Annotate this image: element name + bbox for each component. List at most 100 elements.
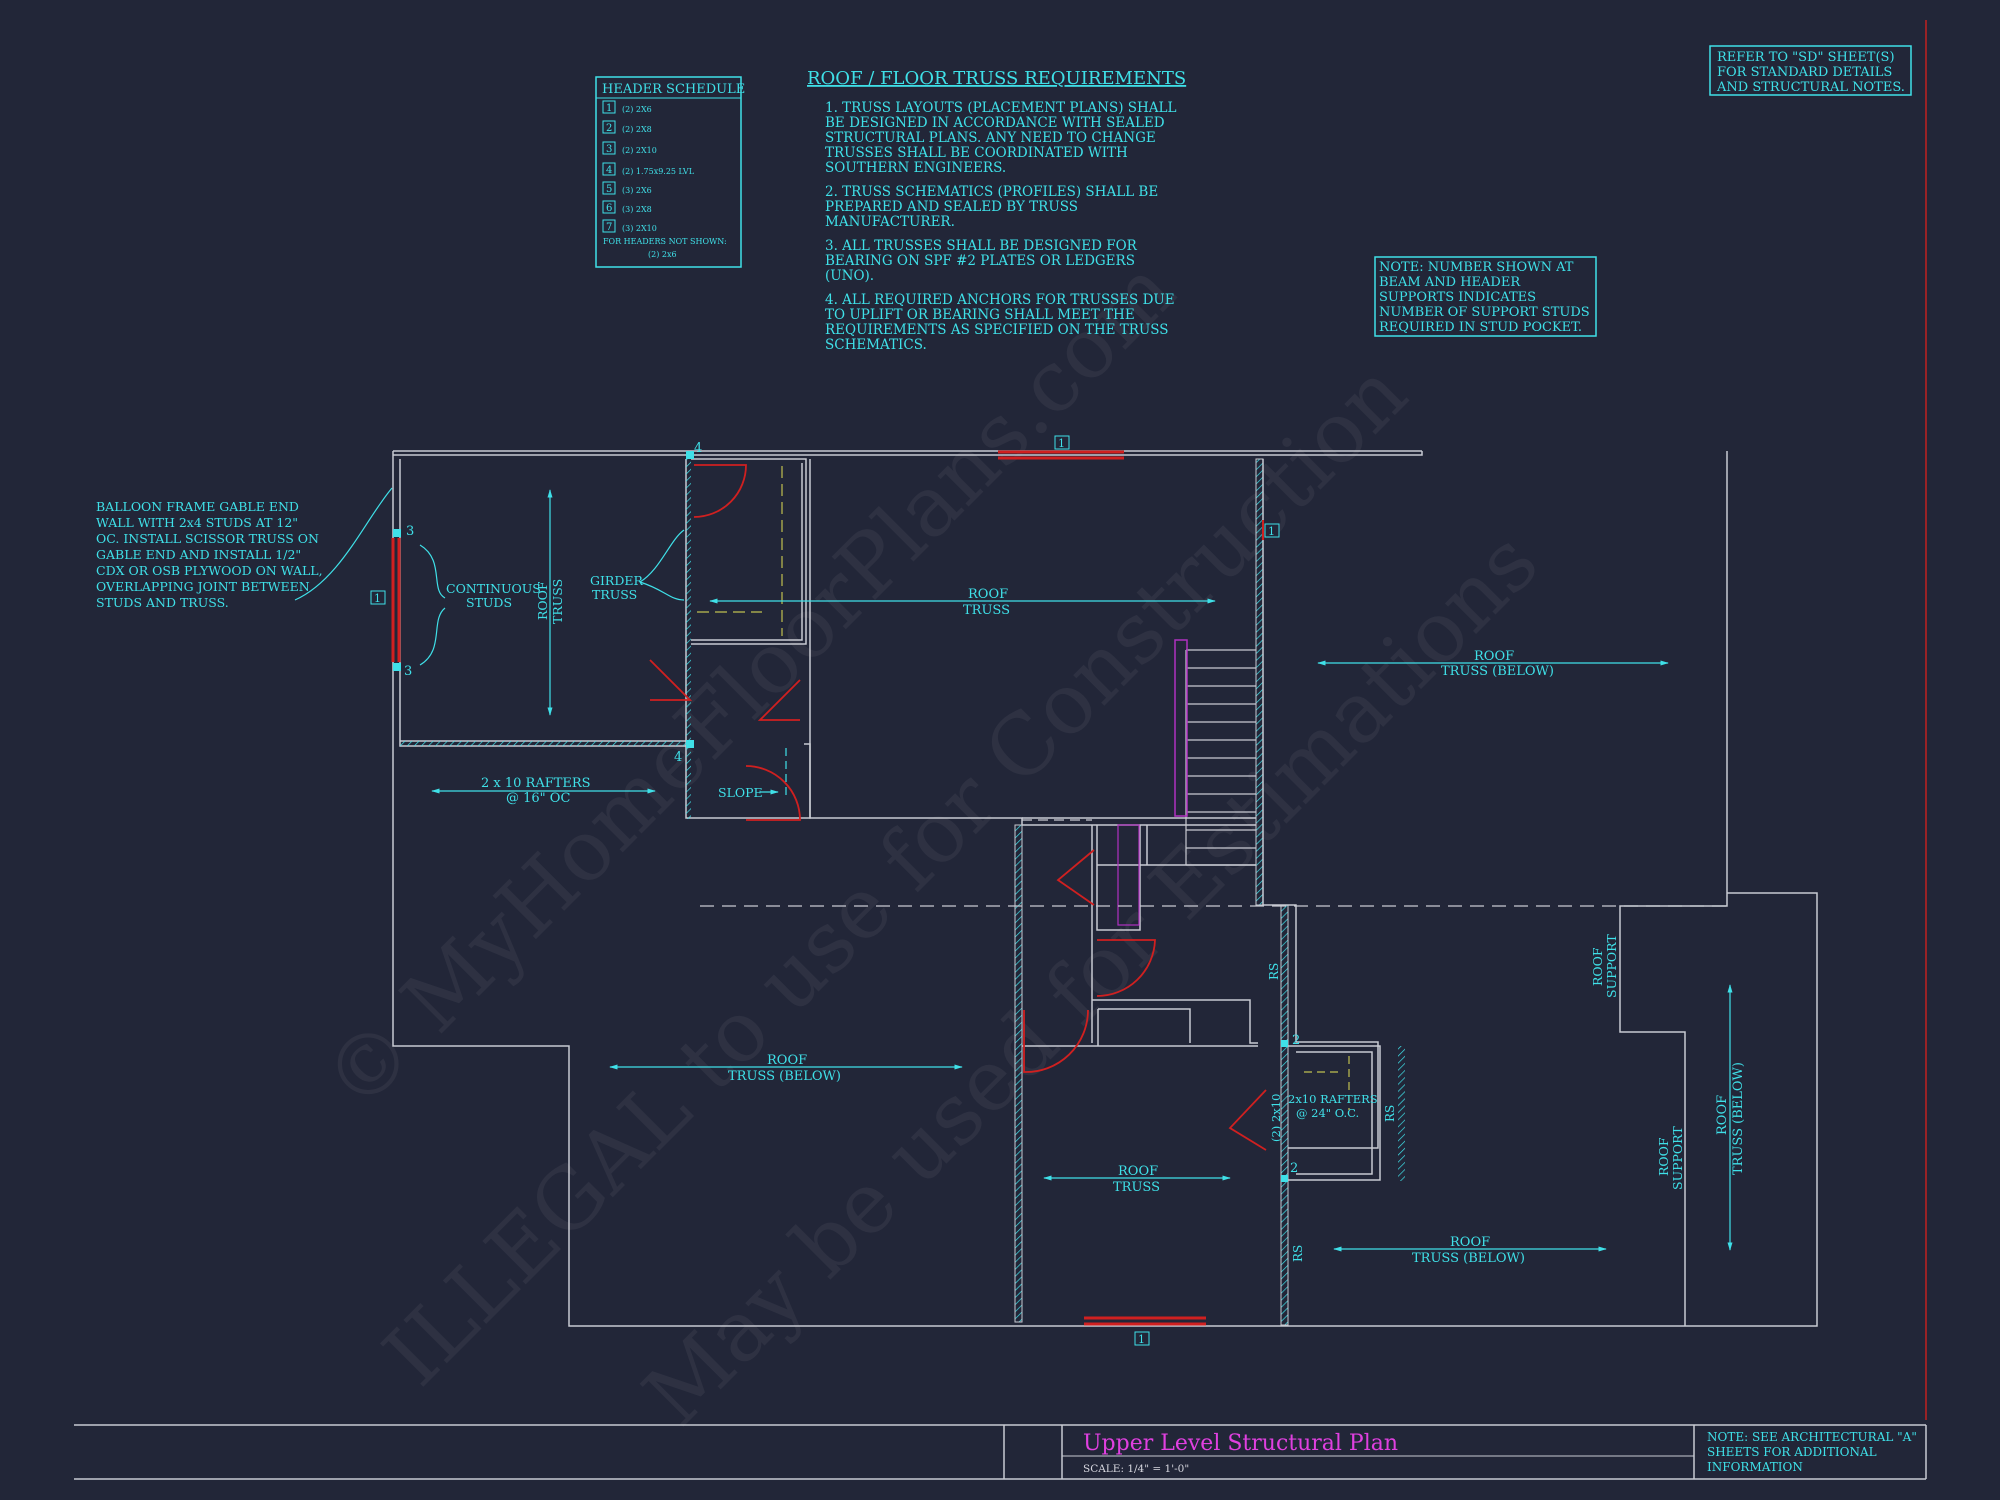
truss-note-line: TO UPLIFT OR BEARING SHALL MEET THE xyxy=(825,307,1135,323)
truss-note-line: REQUIREMENTS AS SPECIFIED ON THE TRUSS xyxy=(825,322,1169,338)
door-swings xyxy=(649,464,1267,1151)
roof-support-lower: ROOF SUPPORT xyxy=(1656,1126,1685,1190)
schedule-row: 4 (2) 1.75x9.25 LVL xyxy=(602,162,695,176)
schedule-row: 7 (3) 2X10 xyxy=(602,219,657,233)
svg-text:6: 6 xyxy=(606,203,612,214)
svg-text:TRUSS (BELOW): TRUSS (BELOW) xyxy=(1441,664,1554,679)
truss-note-line: BE DESIGNED IN ACCORDANCE WITH SEALED xyxy=(825,115,1165,131)
svg-text:(2) 1.75x9.25 LVL: (2) 1.75x9.25 LVL xyxy=(622,167,695,176)
svg-text:5: 5 xyxy=(606,184,612,195)
svg-text:7: 7 xyxy=(606,222,612,233)
schedule-row: 6 (3) 2X8 xyxy=(602,200,652,214)
svg-text:4: 4 xyxy=(674,750,682,765)
svg-text:NOTE: NUMBER SHOWN AT: NOTE: NUMBER SHOWN AT xyxy=(1379,260,1574,275)
svg-text:RS: RS xyxy=(1267,963,1281,980)
roof-truss-below-right: ROOF TRUSS (BELOW) xyxy=(1317,649,1669,679)
schedule-row: 1 (2) 2X6 xyxy=(602,100,652,114)
schedule-row: 2 (2) 2X8 xyxy=(602,120,652,134)
floor-plan xyxy=(391,450,1818,1327)
truss-note-line: MANUFACTURER. xyxy=(825,214,955,230)
plan-scale: SCALE: 1/4" = 1'-0" xyxy=(1083,1463,1189,1475)
svg-text:GIRDER: GIRDER xyxy=(590,573,643,588)
truss-note-line: 2. TRUSS SCHEMATICS (PROFILES) SHALL BE xyxy=(825,184,1158,200)
svg-text:2 x 10 RAFTERS: 2 x 10 RAFTERS xyxy=(481,776,591,791)
rs-labels: RS RS RS xyxy=(1267,963,1405,1262)
stairway xyxy=(1185,649,1256,866)
roof-support-upper: ROOF SUPPORT xyxy=(1590,934,1619,998)
refer-to-sd-note: REFER TO "SD" SHEET(S) FOR STANDARD DETA… xyxy=(1709,45,1912,96)
slope-label: SLOPE xyxy=(718,785,779,800)
svg-text:ROOF: ROOF xyxy=(1118,1164,1158,1179)
svg-text:ROOF: ROOF xyxy=(1450,1235,1490,1250)
svg-text:(3) 2X6: (3) 2X6 xyxy=(622,186,652,195)
svg-text:REQUIRED IN STUD POCKET.: REQUIRED IN STUD POCKET. xyxy=(1379,320,1582,335)
support-studs-note: NOTE: NUMBER SHOWN AT BEAM AND HEADER SU… xyxy=(1374,256,1597,337)
svg-text:BALLOON FRAME GABLE END: BALLOON FRAME GABLE END xyxy=(96,499,299,514)
svg-text:2: 2 xyxy=(1292,1033,1300,1048)
svg-text:CDX OR OSB PLYWOOD ON WALL,: CDX OR OSB PLYWOOD ON WALL, xyxy=(96,563,323,578)
svg-text:ROOF: ROOF xyxy=(1715,1095,1730,1135)
truss-note-line: TRUSSES SHALL BE COORDINATED WITH xyxy=(825,145,1128,161)
svg-text:2: 2 xyxy=(606,123,612,134)
plan-title: Upper Level Structural Plan xyxy=(1083,1431,1398,1456)
svg-text:2x10 RAFTERS: 2x10 RAFTERS xyxy=(1288,1092,1378,1106)
svg-text:@ 24" O.C.: @ 24" O.C. xyxy=(1296,1106,1359,1120)
svg-text:AND STRUCTURAL NOTES.: AND STRUCTURAL NOTES. xyxy=(1716,80,1905,95)
schedule-footnote: FOR HEADERS NOT SHOWN: xyxy=(603,237,727,246)
svg-text:FOR STANDARD DETAILS: FOR STANDARD DETAILS xyxy=(1717,65,1892,80)
svg-text:(3) 2X10: (3) 2X10 xyxy=(622,224,657,233)
support-tags: 1 1 1 1 4 4 3 3 2 2 xyxy=(370,435,1300,1346)
svg-text:ROOF: ROOF xyxy=(767,1053,807,1068)
svg-text:SUPPORTS INDICATES: SUPPORTS INDICATES xyxy=(1379,290,1536,305)
title-note-line: INFORMATION xyxy=(1707,1460,1803,1474)
svg-text:TRUSS: TRUSS xyxy=(963,603,1010,618)
svg-text:(2) 2X10: (2) 2X10 xyxy=(622,146,657,155)
svg-text:(2) 2x10: (2) 2x10 xyxy=(1269,1094,1283,1142)
svg-text:@ 16" OC: @ 16" OC xyxy=(506,791,570,806)
svg-text:3: 3 xyxy=(406,524,414,539)
svg-text:(3) 2X8: (3) 2X8 xyxy=(622,205,652,214)
roof-truss-vertical: ROOF TRUSS xyxy=(535,489,565,716)
svg-text:WALL WITH 2x4 STUDS AT 12": WALL WITH 2x4 STUDS AT 12" xyxy=(96,515,298,530)
svg-text:TRUSS: TRUSS xyxy=(592,587,637,602)
roof-truss-bottom: ROOF TRUSS xyxy=(1043,1164,1231,1195)
svg-text:SUPPORT: SUPPORT xyxy=(1604,934,1619,998)
svg-text:1: 1 xyxy=(1058,437,1065,450)
svg-text:OVERLAPPING JOINT BETWEEN: OVERLAPPING JOINT BETWEEN xyxy=(96,579,310,594)
svg-text:ROOF: ROOF xyxy=(968,587,1008,602)
roof-truss-below-left: ROOF TRUSS (BELOW) xyxy=(609,1053,963,1084)
title-note-line: NOTE: SEE ARCHITECTURAL "A" xyxy=(1707,1430,1917,1444)
truss-requirements: ROOF / FLOOR TRUSS REQUIREMENTS 1. TRUSS… xyxy=(807,68,1186,353)
truss-note-line: 1. TRUSS LAYOUTS (PLACEMENT PLANS) SHALL xyxy=(825,100,1177,116)
svg-text:TRUSS (BELOW): TRUSS (BELOW) xyxy=(728,1069,841,1084)
svg-text:4: 4 xyxy=(694,441,702,456)
truss-note-line: PREPARED AND SEALED BY TRUSS xyxy=(825,199,1078,215)
truss-note-line: (UNO). xyxy=(825,268,874,284)
svg-text:STUDS AND TRUSS.: STUDS AND TRUSS. xyxy=(96,595,229,610)
header-schedule: HEADER SCHEDULE 1 (2) 2X6 2 (2) 2X8 3 (2… xyxy=(595,76,745,268)
svg-text:STUDS: STUDS xyxy=(466,595,512,610)
truss-requirements-title: ROOF / FLOOR TRUSS REQUIREMENTS xyxy=(807,68,1186,89)
schedule-row: 3 (2) 2X10 xyxy=(602,141,657,155)
truss-note-line: 3. ALL TRUSSES SHALL BE DESIGNED FOR xyxy=(825,238,1138,254)
header-schedule-title: HEADER SCHEDULE xyxy=(602,82,745,97)
building-outline xyxy=(392,450,1818,1327)
svg-text:TRUSS: TRUSS xyxy=(1113,1180,1160,1195)
svg-text:1: 1 xyxy=(1138,1333,1145,1346)
svg-text:1: 1 xyxy=(374,592,381,605)
svg-text:SUPPORT: SUPPORT xyxy=(1670,1126,1685,1190)
small-rafters-label: 2x10 RAFTERS @ 24" O.C. (2) 2x10 xyxy=(1269,1092,1378,1142)
roof-truss-below-bottom: ROOF TRUSS (BELOW) xyxy=(1333,1235,1607,1266)
svg-text:ROOF: ROOF xyxy=(1656,1137,1671,1176)
svg-text:REFER TO "SD" SHEET(S): REFER TO "SD" SHEET(S) xyxy=(1717,50,1895,65)
continuous-studs-callout: CONTINUOUS STUDS xyxy=(419,544,541,666)
watermark: © MyHomeFloorPlans.com ILLEGAL to use fo… xyxy=(305,241,1557,1444)
svg-text:ROOF: ROOF xyxy=(535,581,550,620)
svg-text:SLOPE: SLOPE xyxy=(718,785,763,800)
svg-text:RS: RS xyxy=(1383,1105,1397,1122)
girder-truss-callout: GIRDER TRUSS xyxy=(590,529,685,602)
title-block: Upper Level Structural Plan SCALE: 1/4" … xyxy=(74,1424,1927,1480)
truss-note-line: SOUTHERN ENGINEERS. xyxy=(825,160,1006,176)
roof-truss-below-far-right: ROOF TRUSS (BELOW) xyxy=(1715,984,1746,1251)
